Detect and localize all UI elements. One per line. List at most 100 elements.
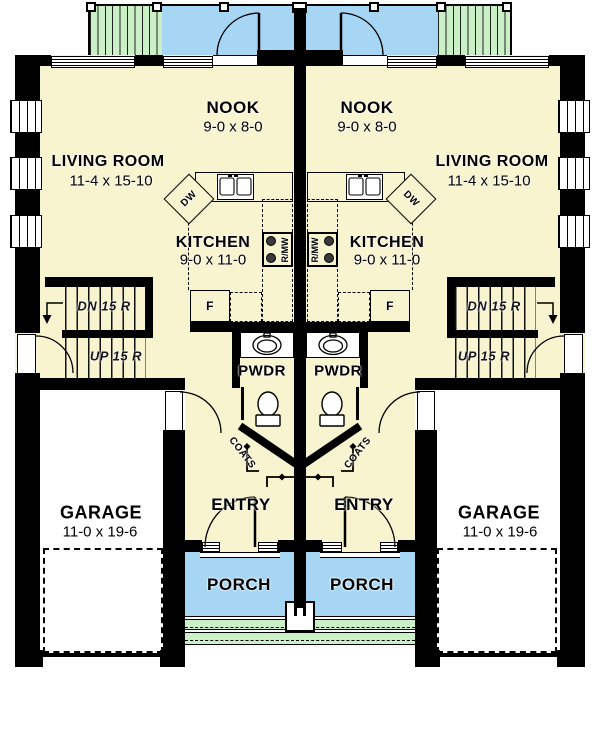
porch-post-notch [297, 608, 303, 617]
stairs-down-label-right: DN 15 R [467, 298, 521, 314]
porch-label-left: PORCH [207, 575, 271, 594]
window [465, 56, 549, 68]
range-label-right: R/MW [310, 237, 320, 263]
window [258, 542, 278, 552]
vanity-sink-bowl [256, 339, 278, 353]
window [163, 56, 213, 68]
front-steps-band-2 [185, 632, 415, 645]
stairs-down-arrow [537, 302, 554, 315]
front-threshold-right [320, 552, 400, 558]
nook-dims-right: 9-0 x 8-0 [337, 118, 397, 136]
entry-label-left: ENTRY [211, 495, 271, 514]
kitchen-dims-right: 9-0 x 11-0 [353, 251, 421, 269]
powder-wall [306, 322, 410, 332]
powder-wall [360, 332, 368, 388]
garage-entry-door-right [417, 391, 435, 431]
stairs-down-left [65, 287, 146, 330]
left-wall [15, 55, 40, 100]
arrowhead [548, 315, 558, 324]
garage-nub [415, 650, 440, 667]
kitchen-cabinet-dash-left [230, 292, 262, 322]
window [558, 100, 590, 133]
toilet-tank [255, 414, 281, 427]
burner [266, 236, 276, 246]
stairs-down-label-left: DN 15 R [77, 298, 131, 314]
front-wall [398, 540, 425, 552]
toilet [257, 391, 279, 417]
vanity-sink [318, 334, 348, 356]
hall-wall [415, 378, 585, 390]
top-wall [135, 55, 163, 66]
sink-bowl [236, 177, 252, 196]
window [558, 157, 590, 190]
garage-floor-right [437, 390, 560, 654]
window [387, 56, 437, 68]
garage-door-dashed-left [43, 548, 163, 653]
rod-end [314, 473, 322, 481]
kitchen-label-left: KITCHEN [175, 234, 251, 251]
garage-door-line-left [43, 653, 163, 657]
garage-entry-door-left [165, 391, 183, 431]
closet-rod [246, 448, 259, 472]
stair-wall [145, 277, 153, 338]
garage-wall-left [163, 430, 185, 654]
coats-wall-right [301, 422, 363, 468]
porch-left [185, 552, 294, 617]
kitchen-dash-left [188, 203, 189, 290]
living-label-left: LIVING ROOM [51, 153, 165, 170]
nook-dims-left: 9-0 x 8-0 [203, 118, 263, 136]
garage-label-left: GARAGE [59, 502, 143, 523]
powder-label-left: PWDR [238, 362, 286, 380]
door-arc [204, 496, 256, 548]
stair-wall [62, 330, 153, 338]
deck-post [502, 2, 512, 12]
rod-end [278, 473, 286, 481]
door-arc [340, 12, 384, 56]
stairs-up-label-left: UP 15 R [89, 348, 143, 364]
window [10, 215, 42, 248]
toilet [321, 391, 343, 417]
fridge-right [370, 290, 410, 322]
porch-label-right: PORCH [330, 575, 394, 594]
burner [324, 236, 334, 246]
garage-label-right: GARAGE [457, 502, 541, 523]
stairs-up-right [455, 338, 536, 378]
window [322, 542, 342, 552]
deck-post [219, 2, 229, 12]
arrowhead [42, 315, 52, 324]
door-arc [344, 496, 396, 548]
garage-floor-left [40, 390, 163, 654]
deck-post [369, 2, 379, 12]
front-wall [278, 540, 294, 552]
toilet-tank [319, 414, 345, 427]
faucet [228, 174, 232, 177]
faucet [358, 174, 362, 177]
faucet [329, 332, 337, 338]
closet-rod [341, 448, 354, 472]
front-wall [306, 540, 322, 552]
kitchen-dash-right [412, 203, 413, 290]
garage-nub [160, 650, 185, 667]
stair-wall [45, 277, 153, 287]
window [202, 542, 220, 552]
stairs-up-label-right: UP 15 R [457, 348, 511, 364]
stair-wall [447, 277, 555, 287]
faucet [364, 174, 368, 177]
top-wall [437, 55, 465, 66]
vanity-sink [252, 334, 282, 356]
burner [266, 253, 276, 263]
range-label-left: R/MW [280, 237, 290, 263]
stairs-down-arrow [46, 302, 63, 315]
top-wall-center-tee [257, 50, 343, 66]
powder-door-right [356, 387, 359, 420]
vanity-sink-bowl [322, 339, 344, 353]
front-threshold-left [200, 552, 280, 558]
left-wall [15, 248, 40, 333]
window [10, 100, 42, 133]
powder-label-right: PWDR [314, 362, 362, 380]
porch-right [306, 552, 415, 617]
side-door-right [564, 334, 583, 374]
hall-wall [15, 378, 185, 390]
window [380, 542, 398, 552]
